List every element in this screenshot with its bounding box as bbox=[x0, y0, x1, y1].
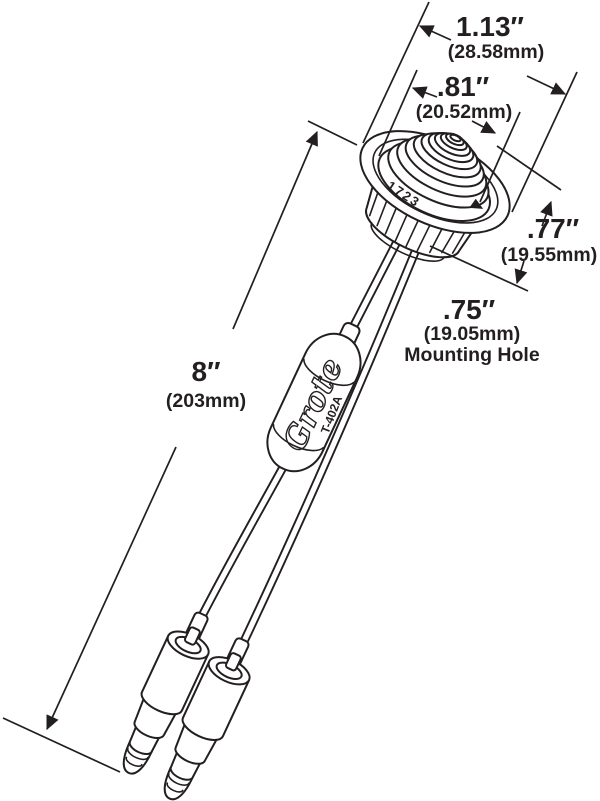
dim-length-in: 8″ bbox=[192, 356, 221, 387]
ext-line-width-right bbox=[511, 71, 578, 213]
arrow-lens-right bbox=[471, 120, 497, 134]
inline-body: Grote T-402A bbox=[266, 321, 362, 473]
wire-right bbox=[237, 217, 432, 651]
dim-lens-mm: (20.52mm) bbox=[416, 101, 512, 123]
dim-width-mm: (28.58mm) bbox=[448, 41, 544, 63]
arrow-length-down bbox=[46, 446, 177, 731]
arrow-lens-left bbox=[411, 86, 438, 99]
ext-line-length-top bbox=[307, 120, 358, 146]
marker-lamp-assembly: 1723 Grote T-402A bbox=[122, 130, 511, 801]
lens-mold-mark bbox=[469, 198, 484, 209]
dim-height-in: .77″ bbox=[527, 213, 579, 244]
ext-line-height-bottom bbox=[429, 245, 529, 292]
arrow-length-up bbox=[232, 130, 318, 330]
ext-line-lens-left bbox=[378, 69, 418, 157]
dim-width-in: 1.13″ bbox=[456, 11, 524, 42]
dim-lens-in: .81″ bbox=[437, 71, 489, 102]
arrow-width-left bbox=[418, 25, 452, 41]
ext-line-lens-right bbox=[479, 111, 521, 203]
dim-hole-mm: (19.05mm) bbox=[424, 323, 520, 345]
arrow-height-down bbox=[514, 260, 528, 285]
wire-left-lower bbox=[194, 460, 289, 627]
dim-hole-note: Mounting Hole bbox=[404, 344, 540, 366]
dim-length-mm: (203mm) bbox=[166, 390, 246, 412]
ext-line-width-left bbox=[362, 1, 430, 144]
arrow-width-right bbox=[526, 75, 567, 95]
ext-line-height-top bbox=[496, 145, 562, 191]
connector-left bbox=[122, 611, 210, 775]
dimension-labels: 1.13″ (28.58mm) .81″ (20.52mm) .77″ (19.… bbox=[166, 11, 597, 412]
dim-height-mm: (19.55mm) bbox=[501, 244, 597, 266]
connector-right bbox=[163, 637, 251, 801]
dim-hole-in: .75″ bbox=[443, 294, 495, 325]
arrow-height-up bbox=[540, 200, 553, 227]
dimension-lines bbox=[2, 1, 578, 773]
ext-line-length-bottom bbox=[2, 717, 121, 773]
